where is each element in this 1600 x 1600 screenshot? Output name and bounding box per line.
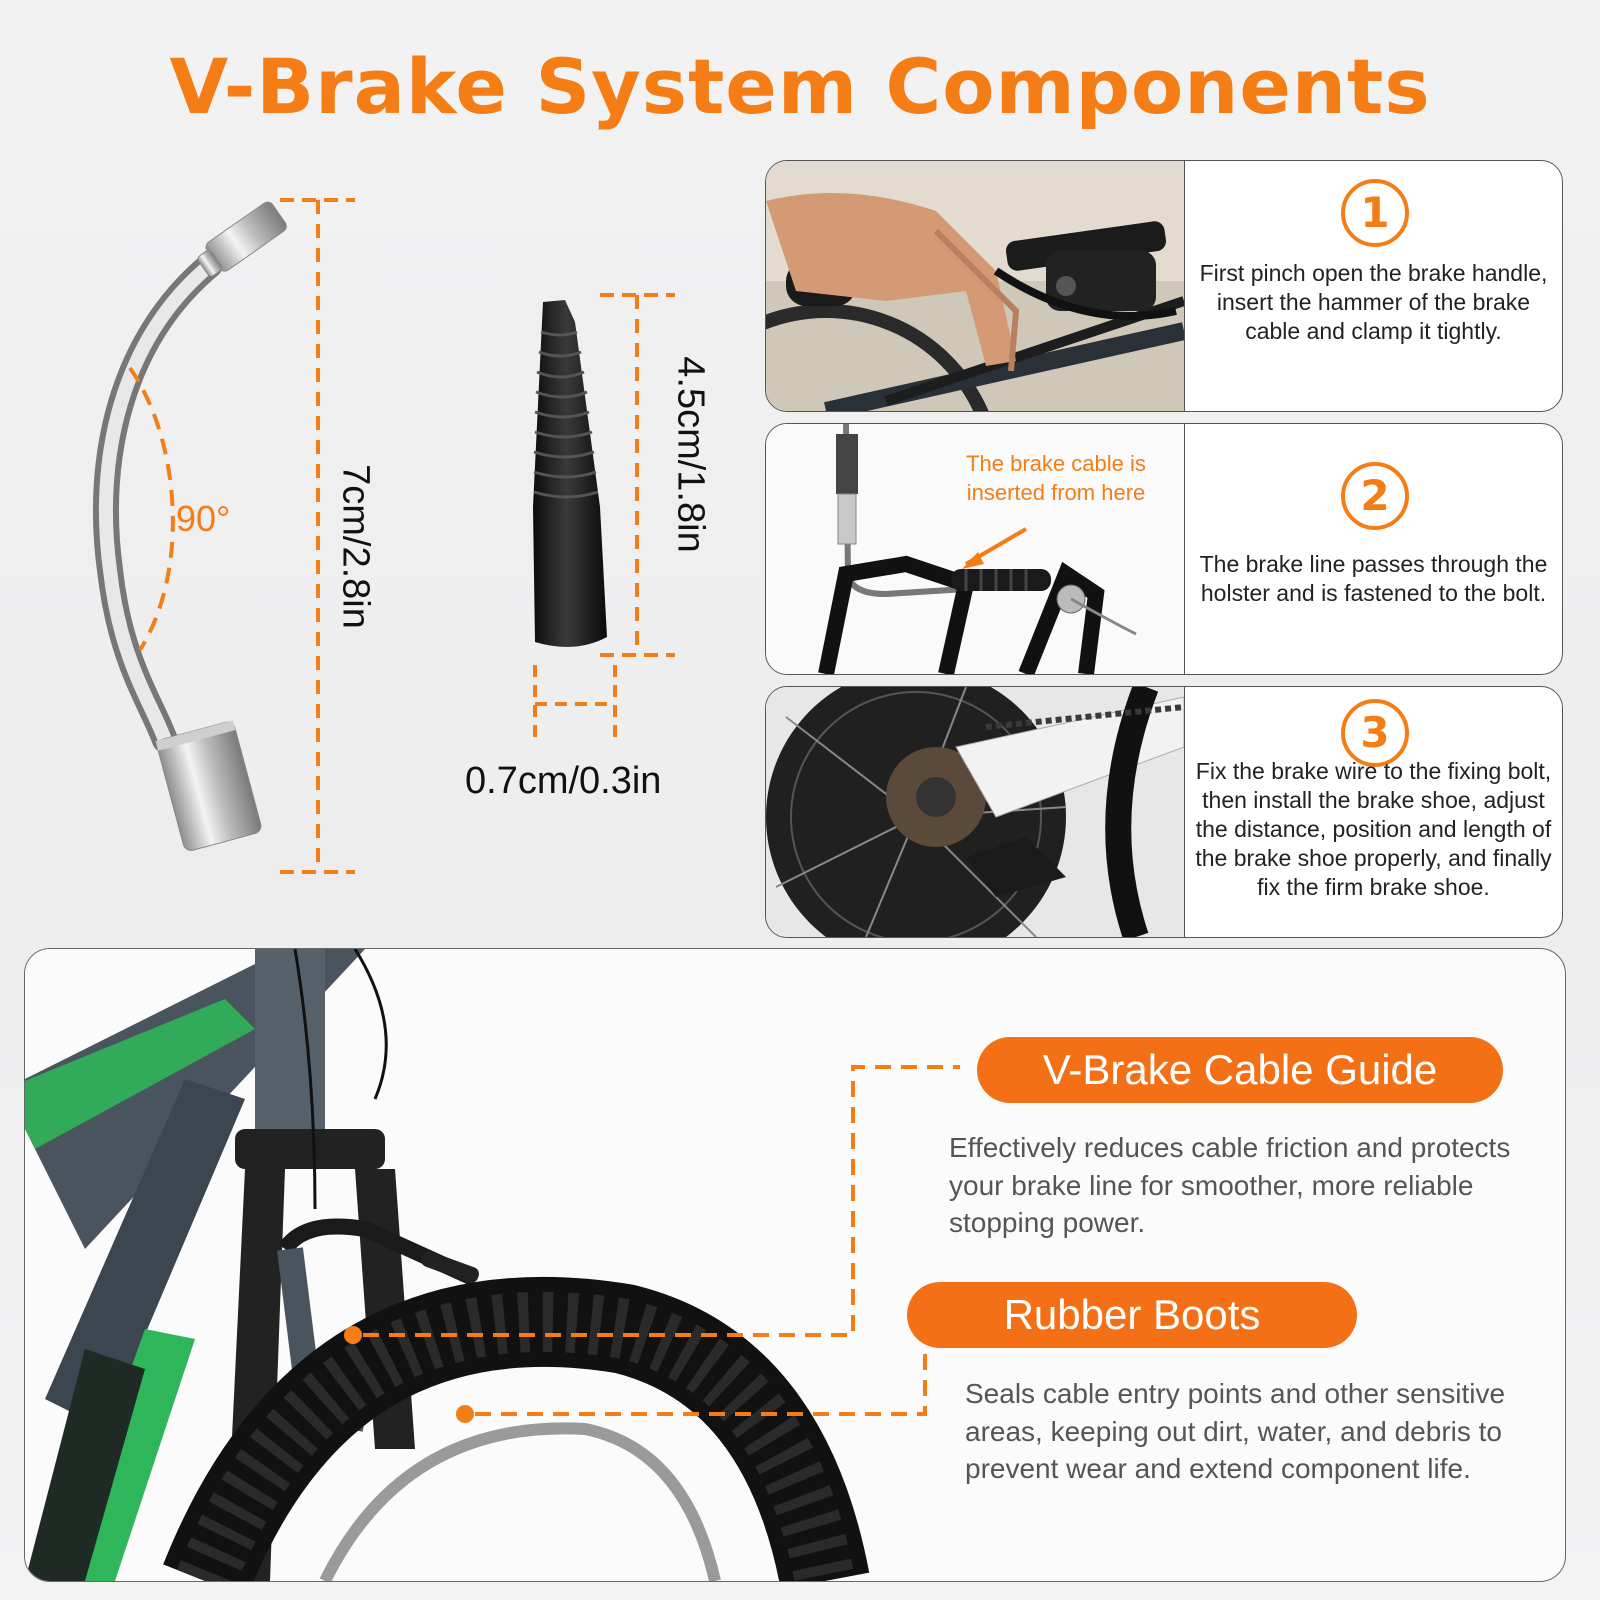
step-2-callout: The brake cable is inserted from here [966, 451, 1146, 505]
step-2-text: The brake line passes through the holste… [1199, 551, 1548, 606]
angle-arc [128, 366, 175, 652]
cable-guide-description: Effectively reduces cable friction and p… [949, 1132, 1511, 1238]
bicycle-front-photo [25, 949, 925, 1581]
boot-diameter-dimension-line [533, 665, 617, 738]
guide-length-label: 7cm/2.8in [334, 464, 377, 629]
step-3-text: Fix the brake wire to the fixing bolt, t… [1195, 758, 1552, 900]
step-3-photo [766, 687, 1185, 937]
step-card-2: The brake cable is inserted from here 2 … [765, 423, 1563, 675]
step-3-number: 3 [1341, 699, 1409, 767]
boot-length-dimension-line [600, 293, 675, 657]
feature-panel: V-Brake Cable Guide Effectively reduces … [24, 948, 1566, 1582]
cable-guide-illustration [92, 201, 287, 851]
page-title: V-Brake System Components [169, 42, 1431, 131]
rubber-boots-pill: Rubber Boots [907, 1282, 1357, 1348]
angle-label: 90° [176, 498, 231, 539]
step-2-photo: The brake cable is inserted from here [766, 424, 1185, 674]
length-dimension-line [280, 198, 355, 874]
boot-diameter-label: 0.7cm/0.3in [465, 760, 662, 802]
rubber-boots-description: Seals cable entry points and other sensi… [965, 1378, 1506, 1484]
step-card-3: 3 Fix the brake wire to the fixing bolt,… [765, 686, 1563, 938]
callout-leader-lines [363, 1065, 960, 1416]
step-1-number: 1 [1341, 179, 1409, 247]
step-1-photo [766, 161, 1185, 411]
boot-length-label: 4.5cm/1.8in [669, 356, 712, 553]
step-1-text: First pinch open the brake handle, inser… [1199, 260, 1548, 344]
rubber-boot-illustration [533, 300, 607, 647]
step-2-number: 2 [1341, 462, 1409, 530]
cable-guide-pill: V-Brake Cable Guide [977, 1037, 1503, 1103]
step-card-1: 1 First pinch open the brake handle, ins… [765, 160, 1563, 412]
